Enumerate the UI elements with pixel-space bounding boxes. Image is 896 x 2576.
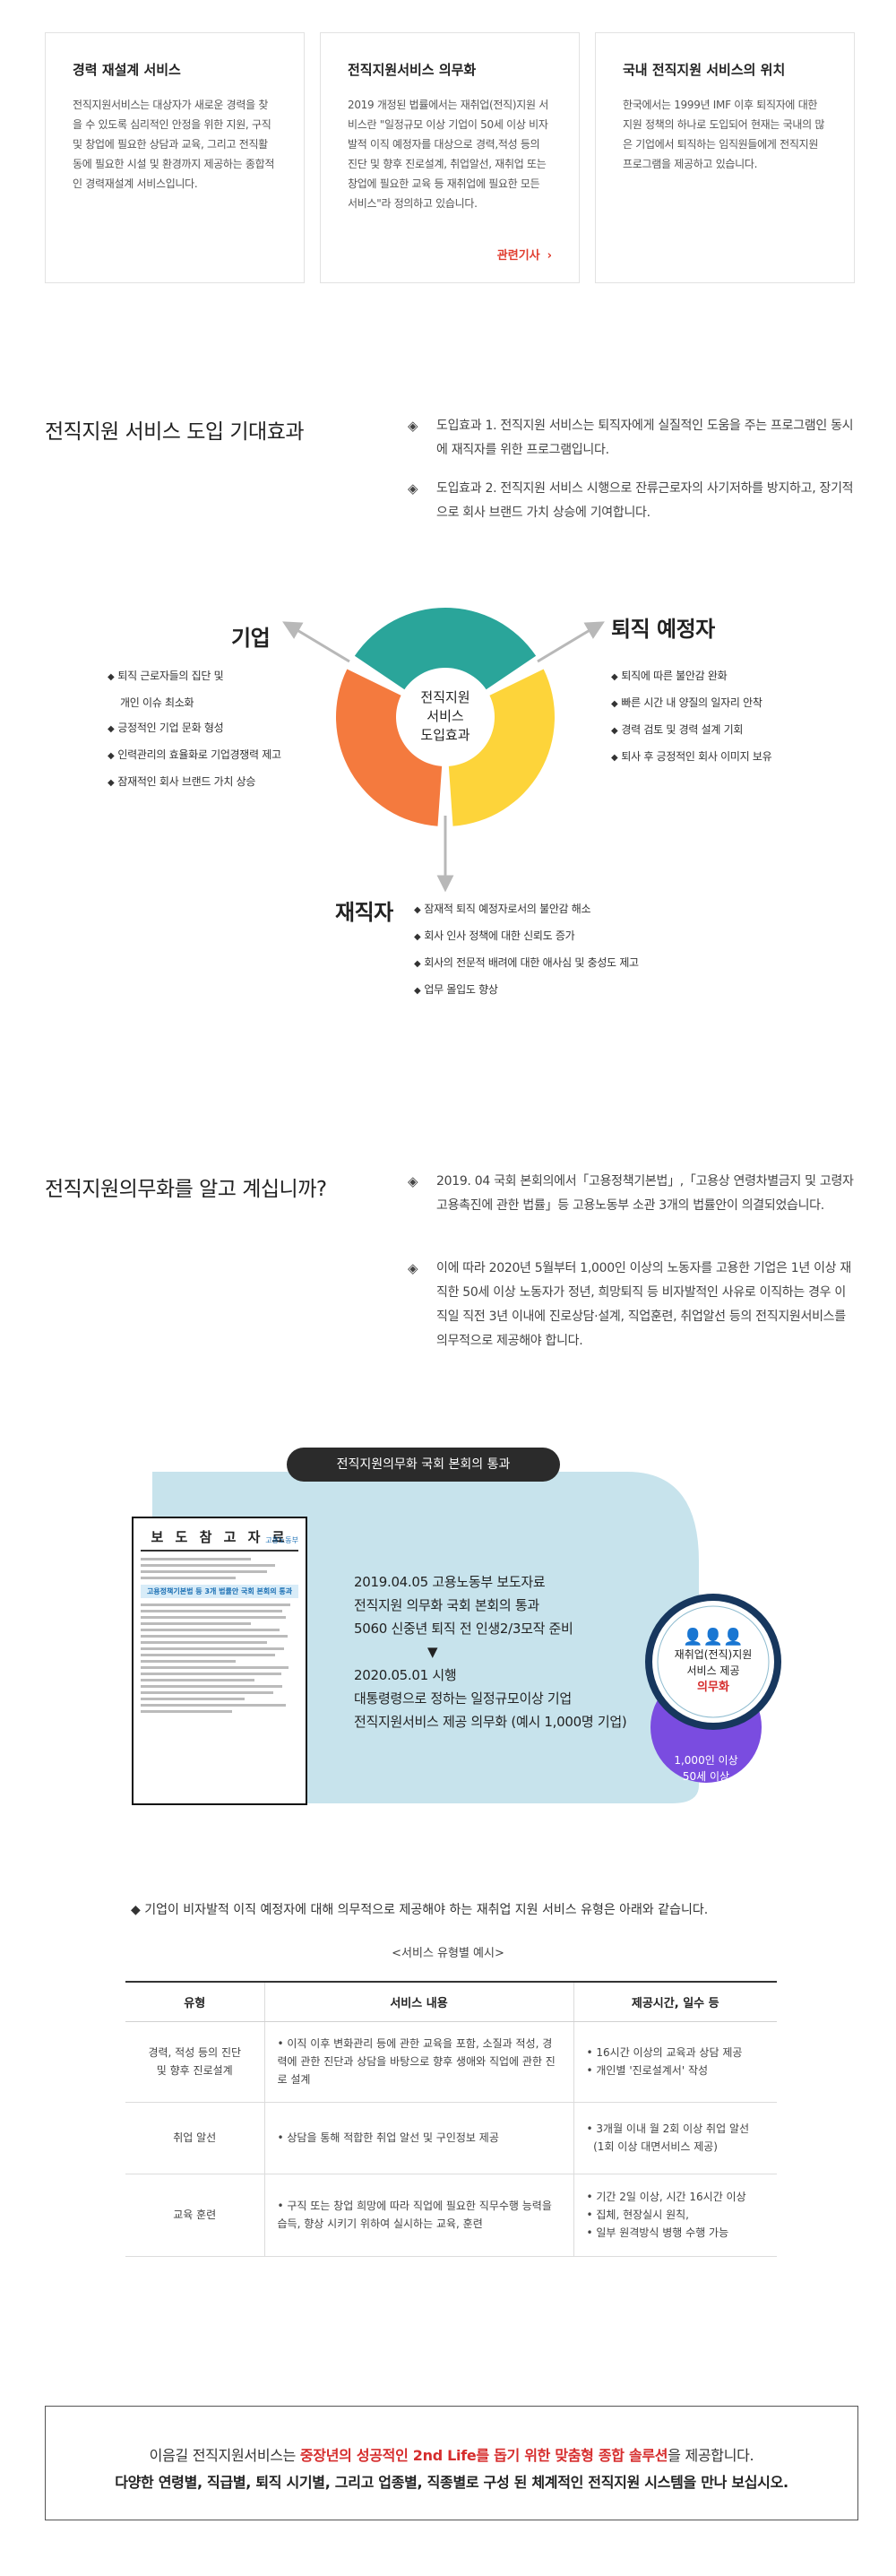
card-career-redesign: 경력 재설계 서비스 전직지원서비스는 대상자가 새로운 경력을 찾을 수 있도… [45, 32, 305, 283]
closing-line-1: 이음길 전직지원서비스는 중장년의 성공적인 2nd Life를 돕기 위한 맞… [149, 2447, 754, 2464]
related-articles-link[interactable]: 관련기사› [496, 249, 552, 263]
effects-donut-diagram: 전직지원 서비스 도입효과 [282, 608, 605, 893]
diamond-bullet-icon: ◆ [611, 726, 618, 736]
diamond-bullet-icon: ◆ [108, 672, 115, 682]
list-item: ◆회사 인사 정책에 대한 신뢰도 증가 [414, 929, 575, 942]
card-title: 전직지원서비스 의무화 [348, 62, 477, 78]
header-content: 서비스 내용 [263, 1981, 573, 2022]
cell-type: 교육 훈련 [125, 2173, 264, 2257]
diamond-bullet-icon: ◆ [414, 905, 421, 915]
retiree-title: 퇴직 예정자 [611, 617, 715, 642]
press-release-title: 보 도 참 고 자 료 [141, 1527, 298, 1552]
list-item: ◆긍정적인 기업 문화 형성 [108, 722, 224, 734]
passage-pill: 전직지원의무화 국회 본회의 통과 [287, 1448, 560, 1482]
list-item: ◆빠른 시간 내 양질의 일자리 안착 [611, 696, 762, 709]
chevron-right-icon: › [547, 249, 552, 263]
arrow-to-company [295, 627, 350, 663]
cell-type: 취업 알선 [125, 2101, 264, 2174]
list-item: ◆잠재적인 회사 브랜드 가치 상승 [108, 775, 256, 788]
closing-message-box: 이음길 전직지원서비스는 중장년의 성공적인 2nd Life를 돕기 위한 맞… [45, 2406, 858, 2520]
cell-content: • 상담을 통해 적합한 취업 알선 및 구인정보 제공 [263, 2101, 573, 2174]
retiree-list: ◆퇴직에 따른 불안감 완화 ◆빠른 시간 내 양질의 일자리 안착 ◆경력 검토 … [611, 663, 772, 771]
list-item: ◆업무 몰입도 향상 [414, 983, 498, 996]
cell-type: 경력, 적성 등의 진단 및 향후 진로설계 [125, 2020, 264, 2103]
cell-time: • 16시간 이상의 교육과 상담 제공• 개인별 '진로설계서' 작성 [573, 2020, 777, 2103]
donut-segment-company-retiree [354, 608, 537, 690]
arrow-head-retiree [583, 621, 605, 639]
list-item: ◆잠재적 퇴직 예정자로서의 불안감 해소 [414, 903, 591, 915]
card-title: 국내 전직지원 서비스의 위치 [623, 62, 786, 78]
diamond-bullet-icon: ◆ [611, 753, 618, 763]
list-item: ◆퇴직 근로자들의 집단 및 [108, 670, 224, 682]
card-body: 전직지원서비스는 대상자가 새로운 경력을 찾을 수 있도록 심리적인 안정을 … [73, 99, 275, 190]
company-title: 기업 [231, 626, 271, 651]
diamond-icon: ◈ [408, 1260, 418, 1276]
table-row: 취업 알선• 상담을 통해 적합한 취업 알선 및 구인정보 제공• 3개월 이… [125, 2101, 777, 2174]
table-header-row: 유형 서비스 내용 제공시간, 일수 등 [125, 1981, 777, 2022]
card-body: 2019 개정된 법률에서는 재취업(전직)지원 서비스란 "일정규모 이상 기… [348, 99, 549, 210]
effects-title: 전직지원 서비스 도입 기대효과 [45, 420, 305, 444]
badge-main: 👤👤👤 재취업(전직)지원 서비스 제공 의무화 [659, 1628, 767, 1697]
card-mandatory-service: 전직지원서비스 의무화 2019 개정된 법률에서는 재취업(전직)지원 서비스… [320, 32, 580, 283]
diamond-icon: ◈ [408, 480, 418, 497]
mandatory-bullet: ◈ 2019. 04 국회 본회의에서「고용정책기본법」,「고용상 연령차별금지… [408, 1170, 856, 1218]
list-item: ◆인력관리의 효율화로 기업경쟁력 제고 [108, 748, 281, 761]
table-row: 교육 훈련• 구직 또는 창업 희망에 따라 직업에 필요한 직무수행 능력을 … [125, 2173, 777, 2257]
service-type-table: 유형 서비스 내용 제공시간, 일수 등 경력, 적성 등의 진단 및 향후 진… [125, 1981, 777, 2257]
closing-line-2: 다양한 연령별, 직급별, 퇴직 시기별, 그리고 업종별, 직종별로 구성 된… [115, 2474, 788, 2491]
mandatory-title: 전직지원의무화를 알고 계십니까? [45, 1178, 327, 1201]
card-body: 한국에서는 1999년 IMF 이후 퇴직자에 대한 지원 정책의 하나로 도입… [623, 99, 825, 170]
diamond-icon: ◈ [408, 1173, 418, 1189]
press-release-image: 보 도 참 고 자 료 고용노동부 고용정책기본법 등 3개 법률안 국회 본회… [132, 1517, 307, 1805]
list-item: 개인 이슈 최소화 [120, 696, 194, 709]
diamond-bullet-icon: ◆ [108, 724, 115, 734]
list-item: ◆퇴사 후 긍정적인 회사 이미지 보유 [611, 750, 772, 763]
diamond-bullet-icon: ◆ [414, 959, 421, 969]
table-caption: <서비스 유형별 예시> [392, 1947, 504, 1960]
header-type: 유형 [125, 1981, 264, 2022]
cell-time: • 기간 2일 이상, 시간 16시간 이상• 집체, 현장실시 원칙,• 일부… [573, 2173, 777, 2257]
diamond-bullet-icon: ◆ [611, 699, 618, 709]
diamond-bullet-icon: ◆ [611, 672, 618, 682]
passage-timeline: 2019.04.05 고용노동부 보도자료 전직지원 의무화 국회 본회의 통과… [354, 1574, 627, 1730]
diamond-bullet-icon: ◆ [108, 751, 115, 761]
arrow-to-retiree [537, 627, 592, 663]
diamond-icon: ◈ [408, 418, 418, 434]
donut-segment-retiree-employee [448, 669, 555, 826]
arrow-head-employee [436, 875, 454, 893]
table-row: 경력, 적성 등의 진단 및 향후 진로설계• 이직 이후 변화관리 등에 관한… [125, 2020, 777, 2103]
donut-segment-company-employee [336, 669, 443, 826]
cell-time: • 3개월 이내 월 2회 이상 취업 알선 (1회 이상 대면서비스 제공) [573, 2101, 777, 2174]
list-item: ◆경력 검토 및 경력 설계 기회 [611, 723, 744, 736]
people-icon: 👤👤👤 [683, 1628, 744, 1647]
table-intro: ◆ 기업이 비자발적 이직 예정자에 대해 의무적으로 제공해야 하는 재취업 … [131, 1903, 709, 1917]
employee-title: 재직자 [335, 900, 393, 925]
center-label-1: 전직지원 [420, 690, 470, 705]
effects-bullet: ◈ 도입효과 1. 전직지원 서비스는 퇴직자에게 실질적인 도움을 주는 프로… [408, 414, 856, 462]
cell-content: • 구직 또는 창업 희망에 따라 직업에 필요한 직무수행 능력을 습득, 향… [263, 2173, 573, 2257]
effects-bullet: ◈ 도입효과 2. 전직지원 서비스 시행으로 잔류근로자의 사기저하를 방지하… [408, 477, 856, 525]
diamond-bullet-icon: ◆ [108, 778, 115, 788]
center-label-2: 서비스 [426, 709, 464, 724]
list-item: ◆회사의 전문적 배려에 대한 애사심 및 충성도 제고 [414, 956, 639, 969]
header-time: 제공시간, 일수 등 [573, 1981, 777, 2022]
press-release-headline: 고용정책기본법 등 3개 법률안 국회 본회의 통과 [141, 1585, 298, 1598]
cell-content: • 이직 이후 변화관리 등에 관한 교육을 포함, 소질과 적성, 경력에 관… [263, 2020, 573, 2103]
card-title: 경력 재설계 서비스 [73, 62, 181, 78]
card-domestic-position: 국내 전직지원 서비스의 위치 한국에서는 1999년 IMF 이후 퇴직자에 … [595, 32, 855, 283]
donut-center [399, 670, 492, 764]
down-arrow-icon: ▼ [427, 1644, 438, 1660]
ministry-logo: 고용노동부 [265, 1536, 298, 1544]
mandatory-bullet: ◈ 이에 따라 2020년 5월부터 1,000인 이상의 노동자를 고용한 기… [408, 1257, 856, 1353]
arrow-head-company [282, 621, 304, 639]
center-label-3: 도입효과 [420, 728, 470, 743]
employee-list: ◆잠재적 퇴직 예정자로서의 불안감 해소 ◆회사 인사 정책에 대한 신뢰도 증… [414, 896, 639, 1004]
diamond-bullet-icon: ◆ [414, 932, 421, 942]
badge-purple: 1,000인 이상 50세 이상 [674, 1754, 738, 1783]
diamond-bullet-icon: ◆ [414, 986, 421, 996]
list-item: ◆퇴직에 따른 불안감 완화 [611, 670, 728, 682]
